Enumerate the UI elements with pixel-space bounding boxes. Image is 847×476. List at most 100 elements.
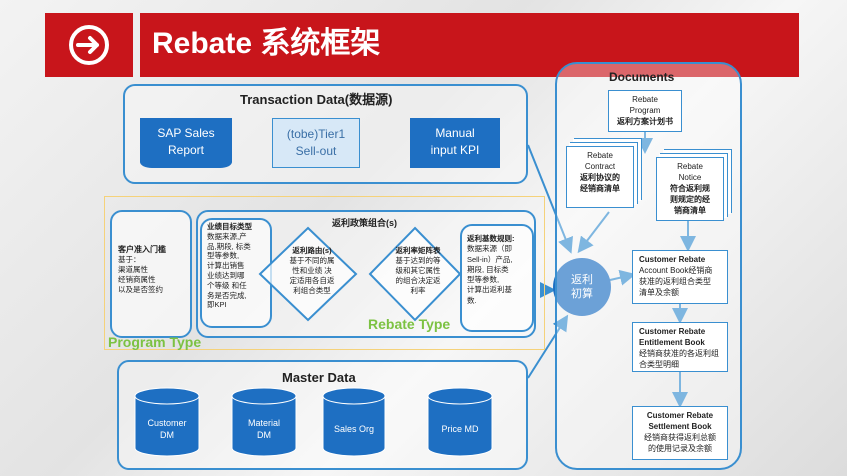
manual-input-kpi: Manual input KPI [410,118,500,168]
performance-goal-text: 业绩目标类型 数据来源,产 品,期段, 标类 型等参数, 计算出销售 业绩达到哪… [207,222,269,310]
doc-line: 返利协议的 [580,173,620,182]
doc-line: 则规定的经 [670,195,710,204]
doc-line: 合类型明细 [639,360,679,369]
rebate-type-label: Rebate Type [368,316,451,332]
rebate-contract-doc: Rebate Contract 返利协议的 经销商清单 [566,146,634,208]
route-title: 返利路由(s) [292,246,332,255]
route-line: 利组合类型 [293,286,331,295]
doc-line: 的使用记录及余额 [648,444,712,453]
matrix-title: 返利率矩阵表 [395,246,441,255]
doc-line: 经销商获得返利总额 [644,433,716,442]
doc-line: 获准的返利组合类型 [639,277,711,286]
entry-line: 经销商属性 [118,275,156,284]
goal-line: 业绩达到哪 [207,270,245,280]
route-line: 性和业绩 决 [292,266,332,275]
entry-line: 渠道属性 [118,265,148,274]
manual-line-2: input KPI [430,143,480,157]
tier1-line-1: (tobe)Tier1 [286,127,346,141]
calc-line: 初算 [571,288,593,300]
base-line: 数据来源（即 [467,244,512,254]
entry-threshold-box [110,210,192,338]
goal-line: 数据来源,产 [207,231,247,241]
material-dm-label: Material DM [232,417,296,441]
doc-line: Entitlement Book [639,338,705,347]
documents-title: Documents [609,70,675,84]
doc-line: Rebate [587,151,613,160]
calc-line: 返利 [571,274,593,286]
goal-line: 即KPI [207,300,227,310]
goal-line: 计算出销售 [207,261,245,271]
doc-line: Customer Rebate [639,255,706,264]
base-line: Sell-in）产品, [467,254,513,264]
goal-line: 品,期段, 标类 [207,241,251,251]
sap-line-1: SAP Sales [157,126,215,140]
cyl-line: Material [247,418,280,428]
goal-line: 型等参数, [207,251,240,261]
entitlement-book-doc: Customer Rebate Entitlement Book 经销商获准的各… [632,322,728,372]
goal-line: 个等级 和任 [207,280,247,290]
route-text: 返利路由(s) 基于不同的属 性和业绩 决 定适用各自返 利组合类型 [282,246,342,296]
base-title: 返利基数规则: [467,234,515,243]
matrix-line: 基于达到的等 [395,256,441,265]
tier1-sellout: (tobe)Tier1 Sell-out [272,118,360,168]
sap-sales-report: SAP Sales Report [140,118,232,168]
doc-line: Settlement Book [648,422,712,431]
header-bar [140,13,799,77]
customer-dm-label: Customer DM [135,417,199,441]
price-md-label: Price MD [428,423,492,435]
page-title: Rebate 系统框架 [152,27,381,60]
doc-line: Account Book经销商 [639,266,713,275]
matrix-line: 的组合决定返 [395,276,441,285]
cyl-line: Customer [147,418,187,428]
master-data-title: Master Data [282,370,356,385]
doc-line: Customer Rebate [639,327,706,336]
base-line: 数. [467,295,477,305]
entry-threshold-text: 客户准入门槛 基于： 渠道属性 经销商属性 以及是否签约 [118,245,190,295]
sales-org-label: Sales Org [323,423,385,435]
settlement-book-doc: Customer Rebate Settlement Book 经销商获得返利总… [632,406,728,460]
doc-line: Customer Rebate [646,411,714,420]
rebate-calculation-node: 返利 初算 [553,258,611,316]
doc-line: 返利方案计划书 [617,117,673,126]
doc-line: Rebate [632,95,658,104]
cyl-line: Sales Org [333,424,375,434]
matrix-text: 返利率矩阵表 基于达到的等 级和其它属性 的组合决定返 利率 [389,246,447,296]
goal-line: 务是否完成, [207,290,247,300]
entry-line: 基于： [118,255,141,264]
rebate-base-text: 返利基数规则: 数据来源（即 Sell-in）产品, 期段, 目标类 型等参数,… [467,234,531,306]
doc-line: Contract [584,162,616,171]
base-line: 计算出返利基 [467,285,512,295]
matrix-line: 级和其它属性 [395,266,441,275]
rebate-base-box [460,224,534,332]
cyl-line: DM [160,430,174,440]
base-line: 型等参数, [467,275,500,285]
tier1-line-2: Sell-out [295,144,337,158]
doc-line: 经销商清单 [580,184,620,193]
entry-title: 客户准入门槛 [118,245,166,254]
rebate-notice-doc: Rebate Notice 符合返利规 则规定的经 销商清单 [656,157,724,221]
doc-line: 符合返利规 [670,184,710,193]
program-type-label: Program Type [108,334,202,350]
cyl-line: DM [257,430,271,440]
rebate-program-doc: Rebate Program 返利方案计划书 [608,90,682,132]
goal-title: 业绩目标类型 [207,222,252,231]
doc-line: 销商清单 [674,206,706,215]
entry-line: 以及是否签约 [118,285,163,294]
doc-line: 清单及余额 [639,288,679,297]
cyl-line: Price MD [441,424,479,434]
header-icon-box [45,13,133,77]
matrix-line: 利率 [410,286,426,295]
doc-line: 经销商获准的各返利组 [639,349,719,358]
circle-arrow-right-icon [69,25,109,65]
policy-title: 返利政策组合(s) [332,218,397,228]
program-type-frame [104,196,545,350]
account-book-doc: Customer Rebate Account Book经销商 获准的返利组合类… [632,250,728,304]
base-line: 期段, 目标类 [467,264,509,274]
sap-line-2: Report [167,143,205,157]
doc-line: Program [629,106,661,115]
route-line: 基于不同的属 [289,256,335,265]
transaction-data-title: Transaction Data(数据源) [240,92,393,107]
route-line: 定适用各自返 [289,276,335,285]
doc-line: Rebate [677,162,703,171]
